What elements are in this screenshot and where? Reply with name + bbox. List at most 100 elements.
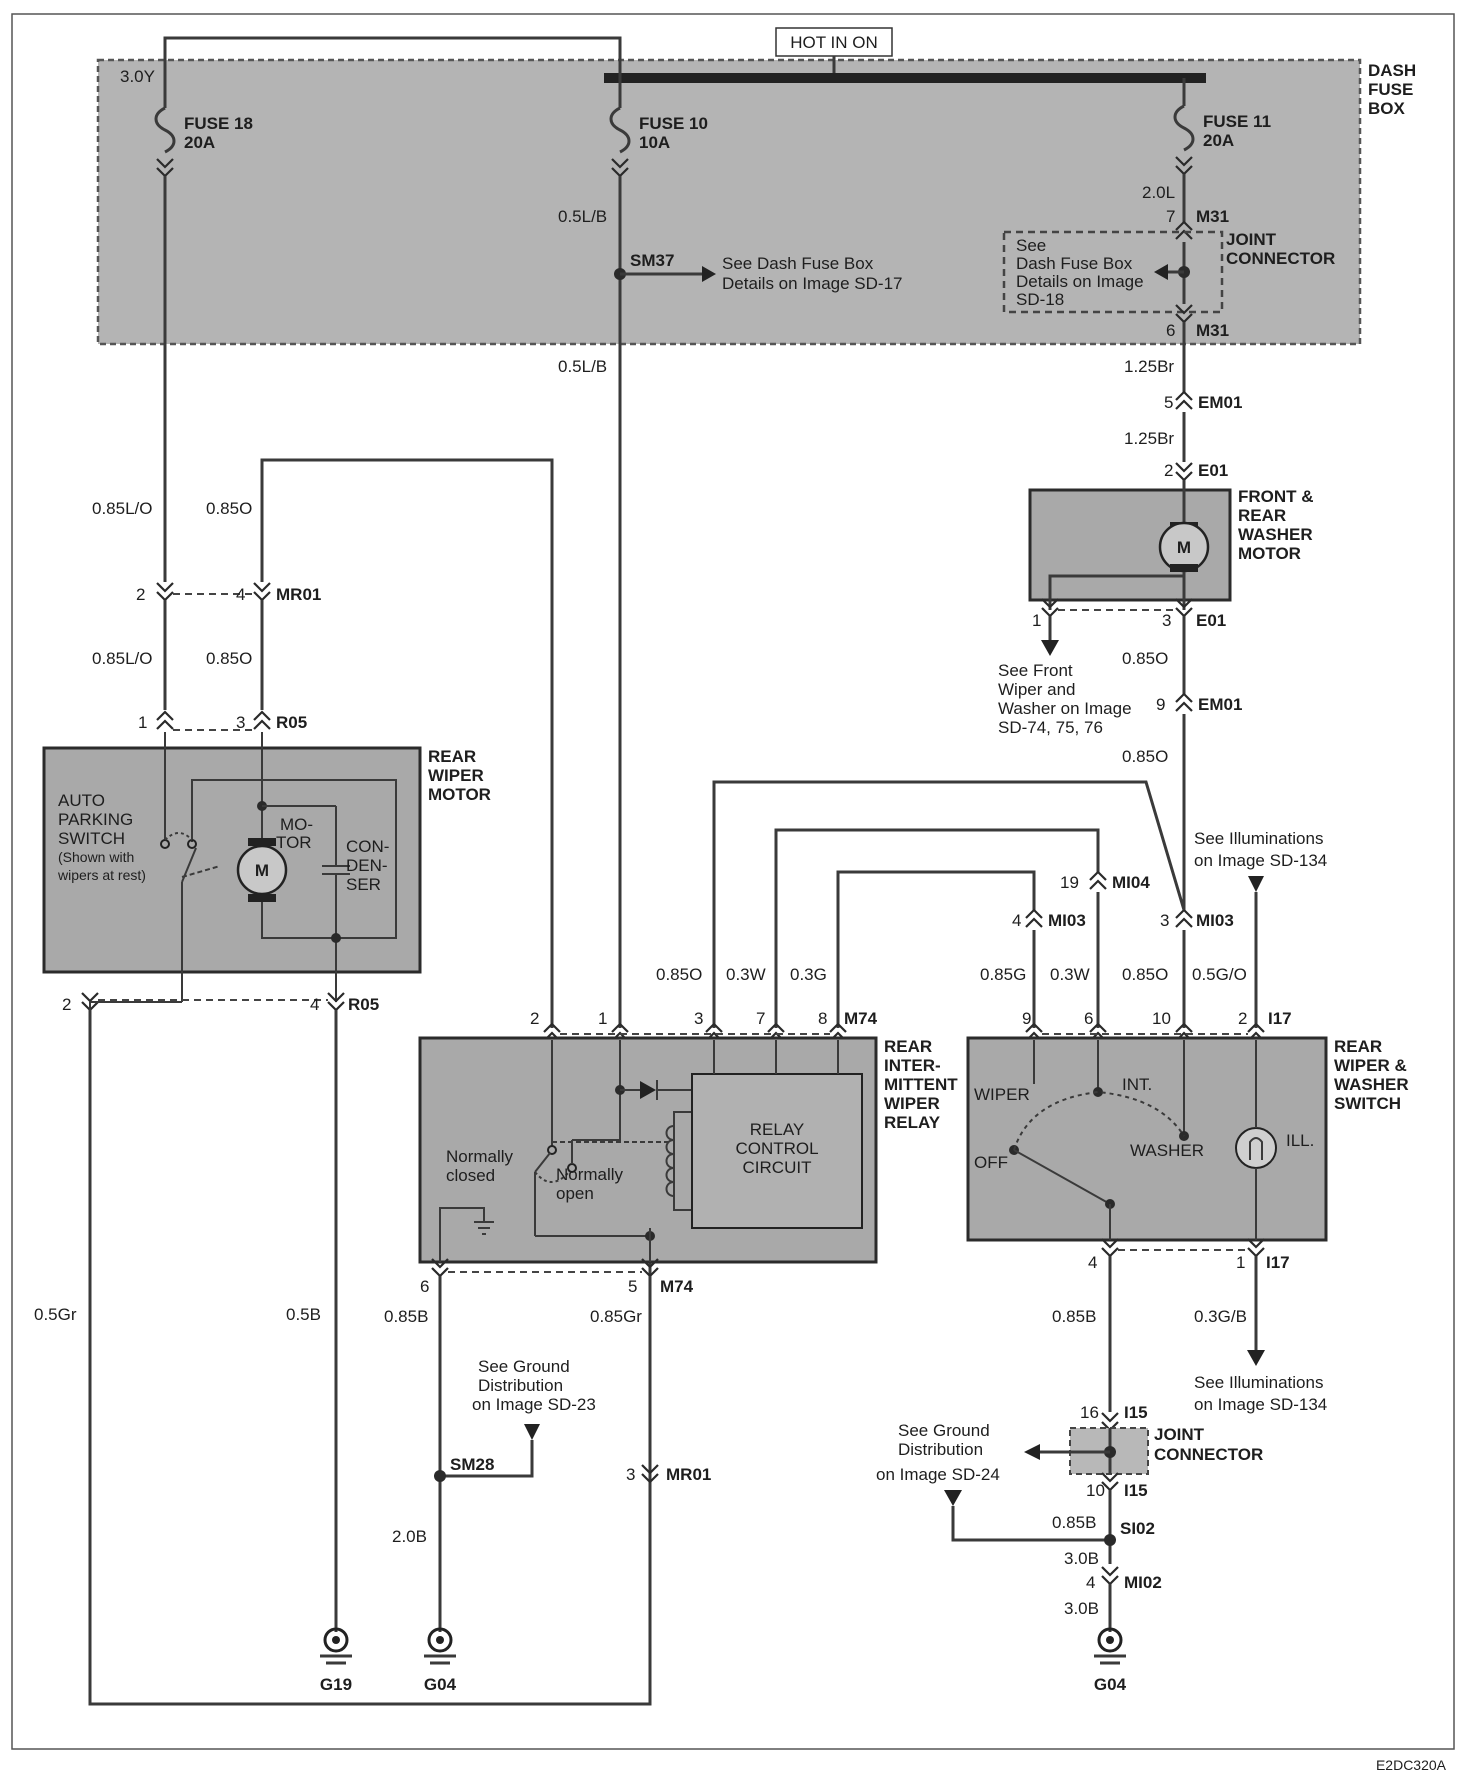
relay-title-5: RELAY xyxy=(884,1113,941,1132)
dash-fuse-box-label-3: BOX xyxy=(1368,99,1406,118)
wire-0-85b-a: 0.85B xyxy=(384,1307,428,1326)
si02-arrow-icon xyxy=(944,1490,962,1506)
wire-0-85b-c: 0.85B xyxy=(1052,1513,1096,1532)
relay-title-2: INTER- xyxy=(884,1056,941,1075)
wire-3-0b-b: 3.0B xyxy=(1064,1599,1099,1618)
e01-label-b: E01 xyxy=(1196,611,1226,630)
switch-wire-0-3w: 0.3W xyxy=(1050,965,1090,984)
motor-label-1: MO- xyxy=(280,815,313,834)
wire-0-5gr: 0.5Gr xyxy=(34,1305,77,1324)
r05-pin-2: 2 xyxy=(62,995,71,1014)
mi04-pin-19: 19 xyxy=(1060,873,1079,892)
jc-arrow-icon xyxy=(1154,264,1168,280)
normally-closed-2: closed xyxy=(446,1166,495,1185)
mr01-label-a: MR01 xyxy=(276,585,321,604)
fuse-18-amp: 20A xyxy=(184,133,215,152)
page-frame xyxy=(11,13,1455,1750)
m74-pin-7: 7 xyxy=(756,1009,765,1028)
wire-0-3gb: 0.3G/B xyxy=(1194,1307,1247,1326)
wire-0-85o-a: 0.85O xyxy=(206,499,252,518)
wire-0-5b: 0.5B xyxy=(286,1305,321,1324)
sm37-arrow-icon xyxy=(702,266,716,282)
m74-label-a: M74 xyxy=(844,1009,878,1028)
joint-connector-top-1: JOINT xyxy=(1226,230,1277,249)
wire-0-85b-b: 0.85B xyxy=(1052,1307,1096,1326)
mi04-label: MI04 xyxy=(1112,873,1150,892)
e01-label-a: E01 xyxy=(1198,461,1228,480)
wire-1-25br-b: 1.25Br xyxy=(1124,429,1174,448)
normally-open-2: open xyxy=(556,1184,594,1203)
washer-motor-title-3: WASHER xyxy=(1238,525,1313,544)
mr01-pin-3: 3 xyxy=(626,1465,635,1484)
switch-wire-0-85g: 0.85G xyxy=(980,965,1026,984)
i17-pin-4: 4 xyxy=(1088,1253,1097,1272)
switch-title-4: SWITCH xyxy=(1334,1094,1401,1113)
mi03-pin-4: 4 xyxy=(1012,911,1021,930)
wire-1-25br-a: 1.25Br xyxy=(1124,357,1174,376)
switch-wiper-label: WIPER xyxy=(974,1085,1030,1104)
wire-0-85o-c: 0.85O xyxy=(1122,649,1168,668)
mr01-pin-2: 2 xyxy=(136,585,145,604)
washer-motor-title-2: REAR xyxy=(1238,506,1286,525)
wire-2-0l: 2.0L xyxy=(1142,183,1175,202)
sm37-note-1: See Dash Fuse Box xyxy=(722,254,874,273)
e01-pin-1: 1 xyxy=(1032,611,1041,630)
switch-wire-0-85o: 0.85O xyxy=(1122,965,1168,984)
m31-label-a: M31 xyxy=(1196,207,1229,226)
m74-pin-1: 1 xyxy=(598,1009,607,1028)
washer-motor-title-4: MOTOR xyxy=(1238,544,1301,563)
washer-motor-m: M xyxy=(1177,538,1191,557)
switch-title-1: REAR xyxy=(1334,1037,1382,1056)
relay-wire-0-3g: 0.3G xyxy=(790,965,827,984)
relay-diode-icon xyxy=(640,1081,656,1099)
i17-label-a: I17 xyxy=(1268,1009,1292,1028)
relay-title-3: MITTENT xyxy=(884,1075,958,1094)
auto-parking-4: (Shown with xyxy=(58,849,134,865)
relay-title-4: WIPER xyxy=(884,1094,940,1113)
wire-0-85lo-a: 0.85L/O xyxy=(92,499,153,518)
fuse-18-name: FUSE 18 xyxy=(184,114,253,133)
normally-open-1: Normally xyxy=(556,1165,624,1184)
switch-wire-0-5go: 0.5G/O xyxy=(1192,965,1247,984)
wire-3-0y: 3.0Y xyxy=(120,67,155,86)
ground-left-arrow-icon xyxy=(524,1424,540,1440)
rear-wiper-motor-box xyxy=(42,746,422,974)
hot-in-on-label: HOT IN ON xyxy=(790,33,878,52)
m74-pin-2: 2 xyxy=(530,1009,539,1028)
em01-pin-9: 9 xyxy=(1156,695,1165,714)
auto-parking-2: PARKING xyxy=(58,810,133,829)
fuse-10-name: FUSE 10 xyxy=(639,114,708,133)
front-wiper-note-1: See Front xyxy=(998,661,1073,680)
ground-note-left-1: See Ground xyxy=(478,1357,570,1376)
m74-label-b: M74 xyxy=(660,1277,694,1296)
sm28-label: SM28 xyxy=(450,1455,494,1474)
auto-parking-5: wipers at rest) xyxy=(57,867,146,883)
illum-top-arrow-icon xyxy=(1248,876,1264,892)
e01-pin-3: 3 xyxy=(1162,611,1171,630)
diagram-code: E2DC320A xyxy=(1376,1757,1447,1773)
front-wiper-note-4: SD-74, 75, 76 xyxy=(998,718,1103,737)
jc-note-1: See xyxy=(1016,236,1046,255)
joint-connector-bottom-1: JOINT xyxy=(1154,1425,1205,1444)
ground-g04-right-label: G04 xyxy=(1094,1675,1127,1694)
r05-label-a: R05 xyxy=(276,713,307,732)
joint-connector-bottom-2: CONNECTOR xyxy=(1154,1445,1263,1464)
switch-title-3: WASHER xyxy=(1334,1075,1409,1094)
fuse-10-amp: 10A xyxy=(639,133,670,152)
ground-g04-left-label: G04 xyxy=(424,1675,457,1694)
auto-parking-3: SWITCH xyxy=(58,829,125,848)
illum-bottom-arrow-icon xyxy=(1247,1350,1265,1366)
switch-int-label: INT. xyxy=(1122,1075,1152,1094)
rear-wiper-motor-title-2: WIPER xyxy=(428,766,484,785)
jc-note-4: SD-18 xyxy=(1016,290,1064,309)
m74-pin-5: 5 xyxy=(628,1277,637,1296)
normally-closed-1: Normally xyxy=(446,1147,514,1166)
auto-parking-1: AUTO xyxy=(58,791,105,810)
relay-circuit-2: CONTROL xyxy=(735,1139,818,1158)
dash-fuse-box-label-2: FUSE xyxy=(1368,80,1413,99)
r05-pin-4: 4 xyxy=(310,995,319,1014)
illum-note-bottom-2: on Image SD-134 xyxy=(1194,1395,1327,1414)
wire-0-85o-d: 0.85O xyxy=(1122,747,1168,766)
switch-title-2: WIPER & xyxy=(1334,1056,1407,1075)
